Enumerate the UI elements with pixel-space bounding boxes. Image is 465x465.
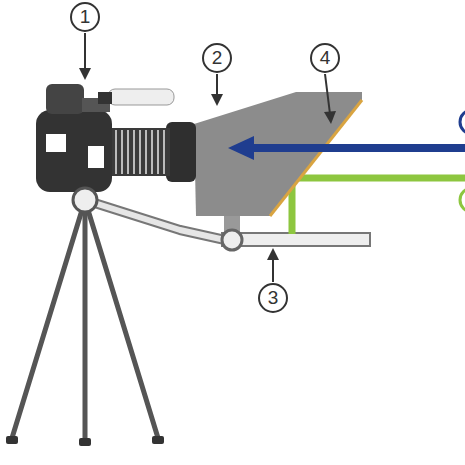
tripod-feet	[6, 436, 164, 446]
green-marker	[460, 188, 465, 212]
teleprompter-hood	[194, 92, 362, 216]
green-line	[292, 178, 465, 234]
callout-number: 4	[312, 45, 338, 71]
glass	[270, 100, 362, 216]
callout-number: 3	[260, 285, 286, 311]
callout-number: 2	[204, 45, 230, 71]
camera	[36, 84, 174, 212]
blue-arrow	[250, 144, 465, 152]
blue-marker	[460, 110, 465, 134]
rail	[222, 233, 370, 246]
eyepiece	[166, 122, 196, 182]
callout-arrows	[85, 33, 330, 282]
tripod	[12, 210, 158, 440]
callout-circles	[71, 3, 339, 312]
pivot	[222, 230, 242, 250]
callout-number: 1	[72, 4, 98, 30]
